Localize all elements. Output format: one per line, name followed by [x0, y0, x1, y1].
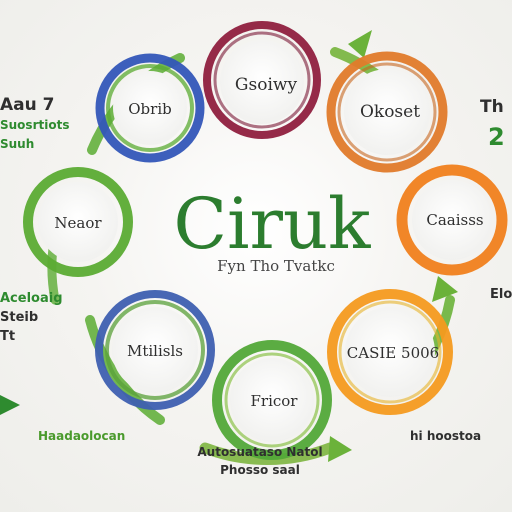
left-mid-label-3: Tt [0, 329, 15, 344]
center-title: Ciruk [174, 183, 371, 265]
center-block: Ciruk Fyn Tho Tvatkc [174, 183, 371, 275]
node-caaisss: Caaisss [396, 164, 508, 276]
node-mtilisls: Mtilisls [95, 290, 215, 410]
node-label: Fricor [251, 392, 299, 410]
node-neaor: Neaor [23, 167, 133, 277]
left-arrow-mark [0, 395, 20, 415]
center-subtitle: Fyn Tho Tvatkc [217, 257, 335, 275]
arrow-head-2 [432, 276, 458, 302]
node-casie-5006: CASIE 5006 [327, 289, 453, 415]
node-fricor: Fricor [212, 340, 332, 460]
node-label: Mtilisls [127, 342, 183, 360]
left-mid-label-2: Steib [0, 310, 38, 325]
right-mid-label: Elo [490, 287, 512, 302]
node-label: Obrib [128, 100, 171, 118]
node-gsoiwy: Gsoiwy [203, 21, 321, 139]
node-okoset: Okoset [326, 51, 448, 173]
left-mid-label-1: Aceloaig [0, 291, 63, 306]
left-top-label-3: Suuh [0, 137, 34, 151]
node-obrib: Obrib [95, 53, 205, 163]
left-top-label-2: Suosrtiots [0, 118, 69, 132]
left-bottom-label: Haadaolocan [38, 429, 125, 443]
side-text-group: Aau 7 Suosrtiots Suuh Th 2 Aceloaig Stei… [0, 95, 512, 477]
right-bottom-label: hi hoostoa [410, 429, 481, 443]
node-label: Neaor [54, 214, 102, 232]
right-top-label-2: 2 [488, 123, 505, 151]
node-label: Gsoiwy [235, 75, 298, 95]
node-label: CASIE 5006 [347, 344, 439, 362]
node-label: Caaisss [426, 211, 483, 229]
bottom-line-2: Phosso saal [220, 463, 300, 477]
right-top-label-1: Th [480, 97, 504, 117]
arrow-head-1 [348, 30, 372, 58]
node-label: Okoset [360, 102, 420, 122]
left-top-label-1: Aau 7 [0, 95, 54, 115]
bottom-line-1: Autosuataso Natol [197, 445, 322, 459]
arrow-head-3 [328, 436, 352, 462]
